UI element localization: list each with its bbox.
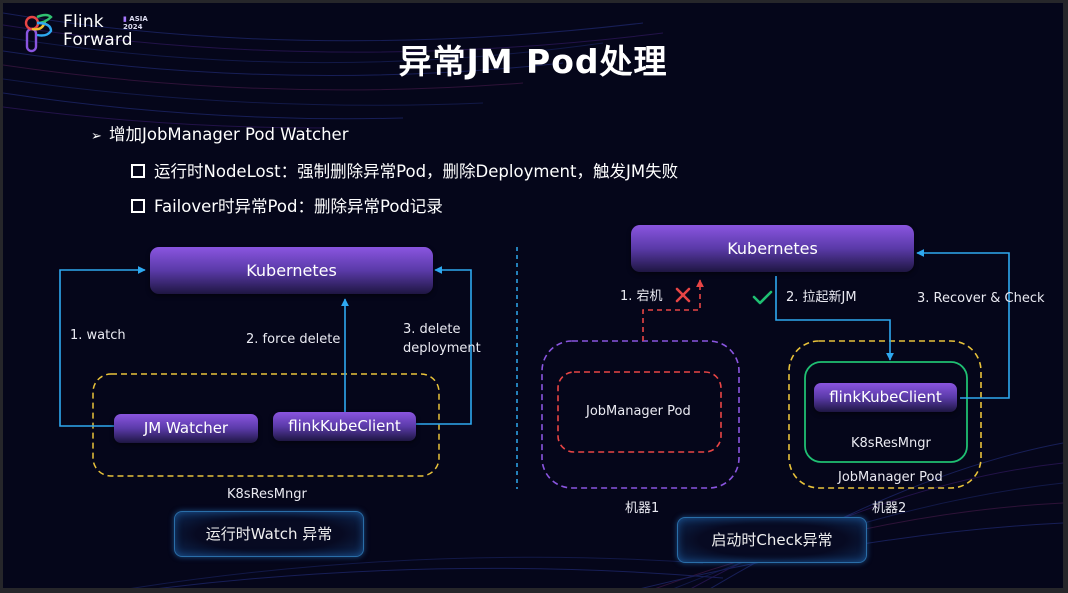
flink-kube-client-label: flinkKubeClient — [829, 388, 942, 406]
flink-kube-client-node-right: flinkKubeClient — [814, 383, 957, 412]
new-jobmanager-pod — [804, 361, 968, 463]
kubernetes-node-left: Kubernetes — [150, 247, 433, 294]
runtime-watch-caption-text: 运行时Watch 异常 — [205, 525, 333, 543]
startup-check-caption: 启动时Check异常 — [677, 517, 867, 563]
logo-badge-region: ASIA — [129, 15, 148, 23]
check-icon — [752, 290, 773, 305]
machine2-label: 机器2 — [872, 501, 907, 516]
logo-line2: Forward — [63, 30, 133, 50]
machine1-container — [541, 340, 740, 489]
logo-badge: ▮ ASIA 2024 — [123, 15, 148, 31]
slide-title: 异常JM Pod处理 — [398, 42, 668, 81]
jm-watcher-node: JM Watcher — [114, 414, 258, 443]
machine1-label: 机器1 — [625, 501, 660, 516]
jm-watcher-label: JM Watcher — [143, 419, 229, 437]
flink-forward-logo: Flink Forward ▮ ASIA 2024 — [23, 13, 153, 53]
machine2-pod-label: JobManager Pod — [838, 470, 943, 485]
diagram-canvas — [59, 247, 1010, 489]
logo-badge-year: 2024 — [123, 23, 143, 31]
kubernetes-label: Kubernetes — [246, 261, 337, 280]
bullet-sub-text: Failover时异常Pod：删除异常Pod记录 — [154, 197, 443, 216]
delete-deployment-label-2: deployment — [403, 341, 481, 356]
k8sresmngr-container-left — [92, 373, 440, 477]
crash-label: 1. 宕机 — [620, 289, 663, 304]
bullet-sub-1: 运行时NodeLost：强制删除异常Pod，删除Deployment，触发JM失… — [131, 158, 678, 182]
restart-arrow — [775, 276, 894, 361]
bullet-main-text: 增加JobManager Pod Watcher — [109, 125, 349, 144]
flink-kube-client-label: flinkKubeClient — [288, 417, 401, 435]
square-bullet-icon — [131, 164, 145, 178]
cross-icon — [675, 287, 691, 303]
kubernetes-label: Kubernetes — [727, 239, 818, 258]
crash-arrow — [642, 279, 704, 341]
bullet-main: ➢ 增加JobManager Pod Watcher — [91, 121, 348, 145]
k8sresmngr-label-left: K8sResMngr — [227, 487, 307, 502]
flink-kube-client-node-left: flinkKubeClient — [273, 412, 416, 441]
force-delete-label: 2. force delete — [246, 332, 341, 347]
delete-deployment-label-1: 3. delete — [403, 322, 461, 337]
recover-check-label: 3. Recover & Check — [917, 291, 1045, 306]
kubernetes-node-right: Kubernetes — [631, 225, 914, 272]
runtime-watch-caption: 运行时Watch 异常 — [174, 511, 364, 557]
bullet-sub-2: Failover时异常Pod：删除异常Pod记录 — [131, 193, 443, 217]
flink-logo-icon — [24, 13, 53, 53]
logo-wordmark: Flink Forward — [63, 13, 133, 49]
watch-label: 1. watch — [70, 328, 126, 343]
slide: Flink Forward ▮ ASIA 2024 异常JM Pod处理 ➢ 增加… — [3, 3, 1063, 588]
bullet-sub-text: 运行时NodeLost：强制删除异常Pod，删除Deployment，触发JM失… — [154, 162, 679, 181]
machine2-container — [788, 340, 982, 489]
logo-line1: Flink — [63, 12, 104, 32]
machine1-pod-label: JobManager Pod — [586, 404, 691, 419]
startup-check-caption-text: 启动时Check异常 — [711, 531, 833, 549]
recover-check-arrow — [916, 249, 1010, 399]
delete-deployment-arrow — [416, 266, 472, 425]
k8sresmngr-label-right: K8sResMngr — [851, 436, 931, 451]
square-bullet-icon — [131, 199, 145, 213]
watch-arrow — [59, 266, 146, 427]
arrowhead-bullet-icon: ➢ — [91, 129, 102, 144]
failed-jobmanager-pod — [557, 371, 722, 453]
restart-label: 2. 拉起新JM — [786, 290, 857, 305]
